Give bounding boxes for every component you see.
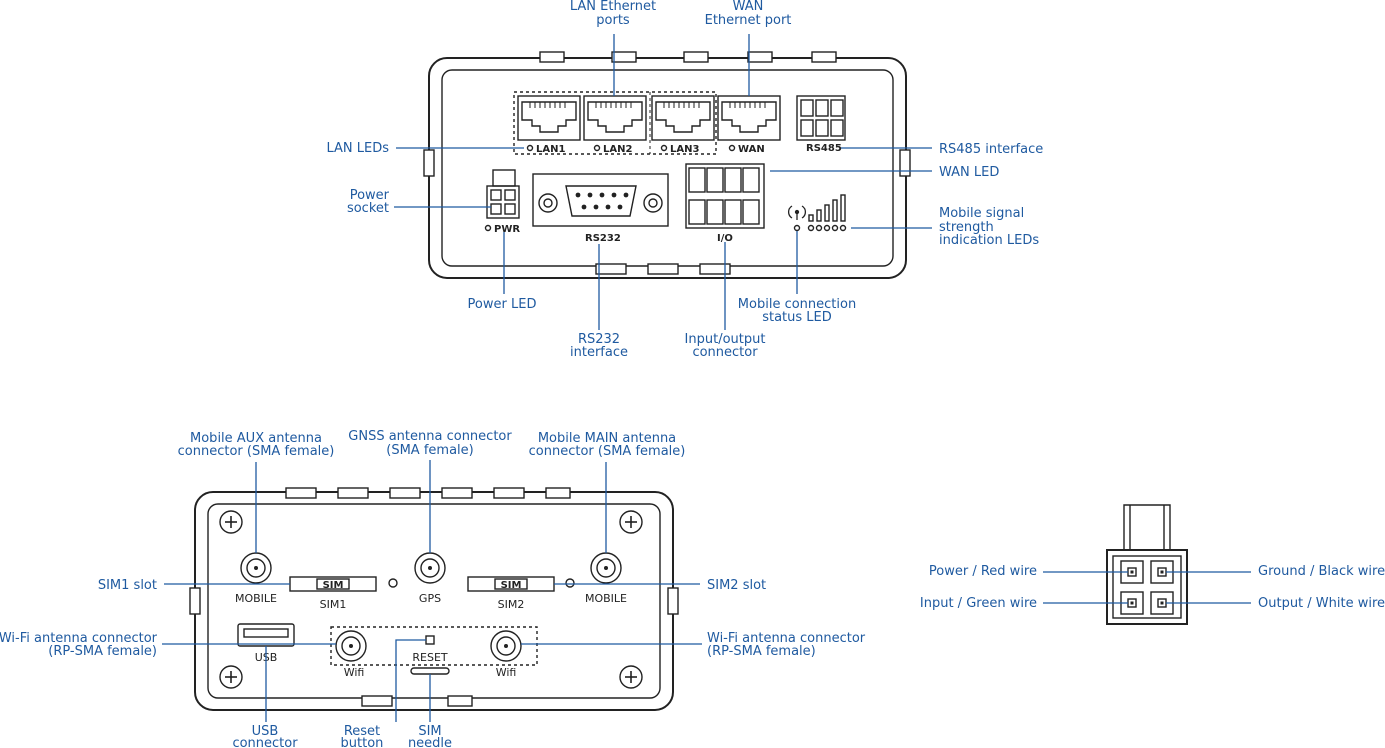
back-panel: MOBILE SIM SIM1 GPS SIM SIM2 MOBILE USB — [0, 429, 866, 748]
aux-label-1: Mobile AUX antenna — [190, 431, 322, 446]
rs485-text: RS485 — [806, 143, 842, 154]
wan-port-label-1: WAN — [733, 0, 764, 14]
mobile-status-label-1: Mobile connection — [738, 297, 856, 312]
rs485-label: RS485 interface — [939, 142, 1043, 157]
sim2-led — [565, 578, 575, 588]
front-panel-housing — [423, 51, 911, 279]
wan-text: WAN — [738, 144, 765, 155]
needle-label-2: needle — [408, 736, 452, 748]
wan-port-label-2: Ethernet port — [705, 13, 792, 28]
main-label-1: Mobile MAIN antenna — [538, 431, 676, 446]
sim1-label: SIM1 slot — [98, 578, 157, 593]
power-led-label: Power LED — [468, 297, 537, 312]
sim2-text: SIM2 — [498, 598, 525, 611]
power-plug-pinout: Power / Red wire Ground / Black wire Inp… — [920, 504, 1385, 625]
power-socket-label-1: Power — [350, 188, 390, 203]
rs232-interface[interactable]: RS232 — [532, 173, 669, 244]
mobile-connection-status-led — [788, 205, 806, 232]
mobile-status-label-2: status LED — [762, 310, 832, 325]
front-leader-lines — [394, 34, 932, 330]
wifi-left-label-1: Wi-Fi antenna connector — [0, 631, 158, 646]
needle-label-1: SIM — [418, 724, 441, 739]
power-wire-label: Power / Red wire — [929, 564, 1037, 579]
input-wire-label: Input / Green wire — [920, 596, 1037, 611]
usb-label-1: USB — [252, 724, 279, 739]
lan-leds: LAN1 LAN2 LAN3 — [526, 144, 699, 155]
mobile-main-antenna-connector[interactable]: MOBILE — [585, 552, 627, 605]
lan-leds-label: LAN LEDs — [326, 141, 389, 156]
io-text: I/O — [717, 233, 733, 244]
mobile-right-text: MOBILE — [585, 592, 627, 605]
reset-text: RESET — [412, 651, 448, 664]
main-label-2: connector (SMA female) — [529, 444, 686, 459]
front-panel: LAN1 LAN2 LAN3 WAN RS485 — [326, 0, 1043, 360]
mobile-left-text: MOBILE — [235, 592, 277, 605]
reset-label-2: button — [341, 736, 384, 748]
sim2-label: SIM2 slot — [707, 578, 766, 593]
wan-led: WAN — [728, 144, 765, 155]
lan3-text: LAN3 — [670, 144, 699, 155]
signal-label-1: Mobile signal — [939, 206, 1024, 221]
back-leader-lines — [162, 460, 702, 722]
wifi-reset-group — [330, 626, 538, 666]
wifi-right-text: Wifi — [496, 666, 517, 679]
lan-ports-label-2: ports — [596, 13, 630, 28]
power-led — [484, 224, 492, 232]
lan-ethernet-ports[interactable] — [513, 91, 717, 155]
wifi-left-label-2: (RP-SMA female) — [48, 644, 157, 659]
sim1-tag: SIM — [323, 580, 344, 591]
wan-led-label: WAN LED — [939, 165, 999, 180]
io-connector[interactable]: I/O — [685, 163, 765, 244]
plug-leader-lines — [1043, 571, 1251, 604]
signal-label-3: indication LEDs — [939, 233, 1039, 248]
lan2-text: LAN2 — [603, 144, 632, 155]
output-wire-label: Output / White wire — [1258, 596, 1385, 611]
pwr-text: PWR — [494, 224, 520, 235]
rs485-interface[interactable]: RS485 — [796, 95, 846, 154]
rs232-text: RS232 — [585, 233, 621, 244]
power-socket[interactable]: PWR — [484, 169, 521, 235]
aux-label-2: connector (SMA female) — [178, 444, 335, 459]
wifi-right-label-1: Wi-Fi antenna connector — [707, 631, 866, 646]
ground-wire-label: Ground / Black wire — [1258, 564, 1385, 579]
gnss-label-1: GNSS antenna connector — [348, 429, 512, 444]
lan1-text: LAN1 — [536, 144, 565, 155]
rs232-label-2: interface — [570, 345, 628, 360]
io-label-2: connector — [692, 345, 758, 360]
antenna-icon — [788, 205, 806, 220]
signal-bars-icon — [808, 194, 846, 222]
mobile-aux-antenna-connector[interactable]: MOBILE — [235, 552, 277, 605]
sim1-led — [388, 578, 398, 588]
wifi-antenna-connector-left[interactable]: Wifi — [335, 630, 367, 679]
power-socket-label-2: socket — [347, 201, 389, 216]
lan-ports-label-1: LAN Ethernet — [570, 0, 656, 14]
reset-label-1: Reset — [344, 724, 380, 739]
gnss-label-2: (SMA female) — [386, 443, 473, 458]
signal-label-2: strength — [939, 220, 994, 235]
io-label-1: Input/output — [685, 332, 766, 347]
usb-label-2: connector — [232, 736, 298, 748]
gnss-antenna-connector[interactable]: GPS — [414, 552, 446, 605]
gps-text: GPS — [419, 592, 441, 605]
wifi-left-text: Wifi — [344, 666, 365, 679]
wifi-antenna-connector-right[interactable]: Wifi — [490, 630, 522, 679]
wifi-right-label-2: (RP-SMA female) — [707, 644, 816, 659]
back-panel-housing — [189, 487, 679, 711]
sim1-text: SIM1 — [320, 598, 347, 611]
rs232-label-1: RS232 — [578, 332, 620, 347]
signal-strength-leds — [807, 194, 847, 232]
sim2-tag: SIM — [501, 580, 522, 591]
